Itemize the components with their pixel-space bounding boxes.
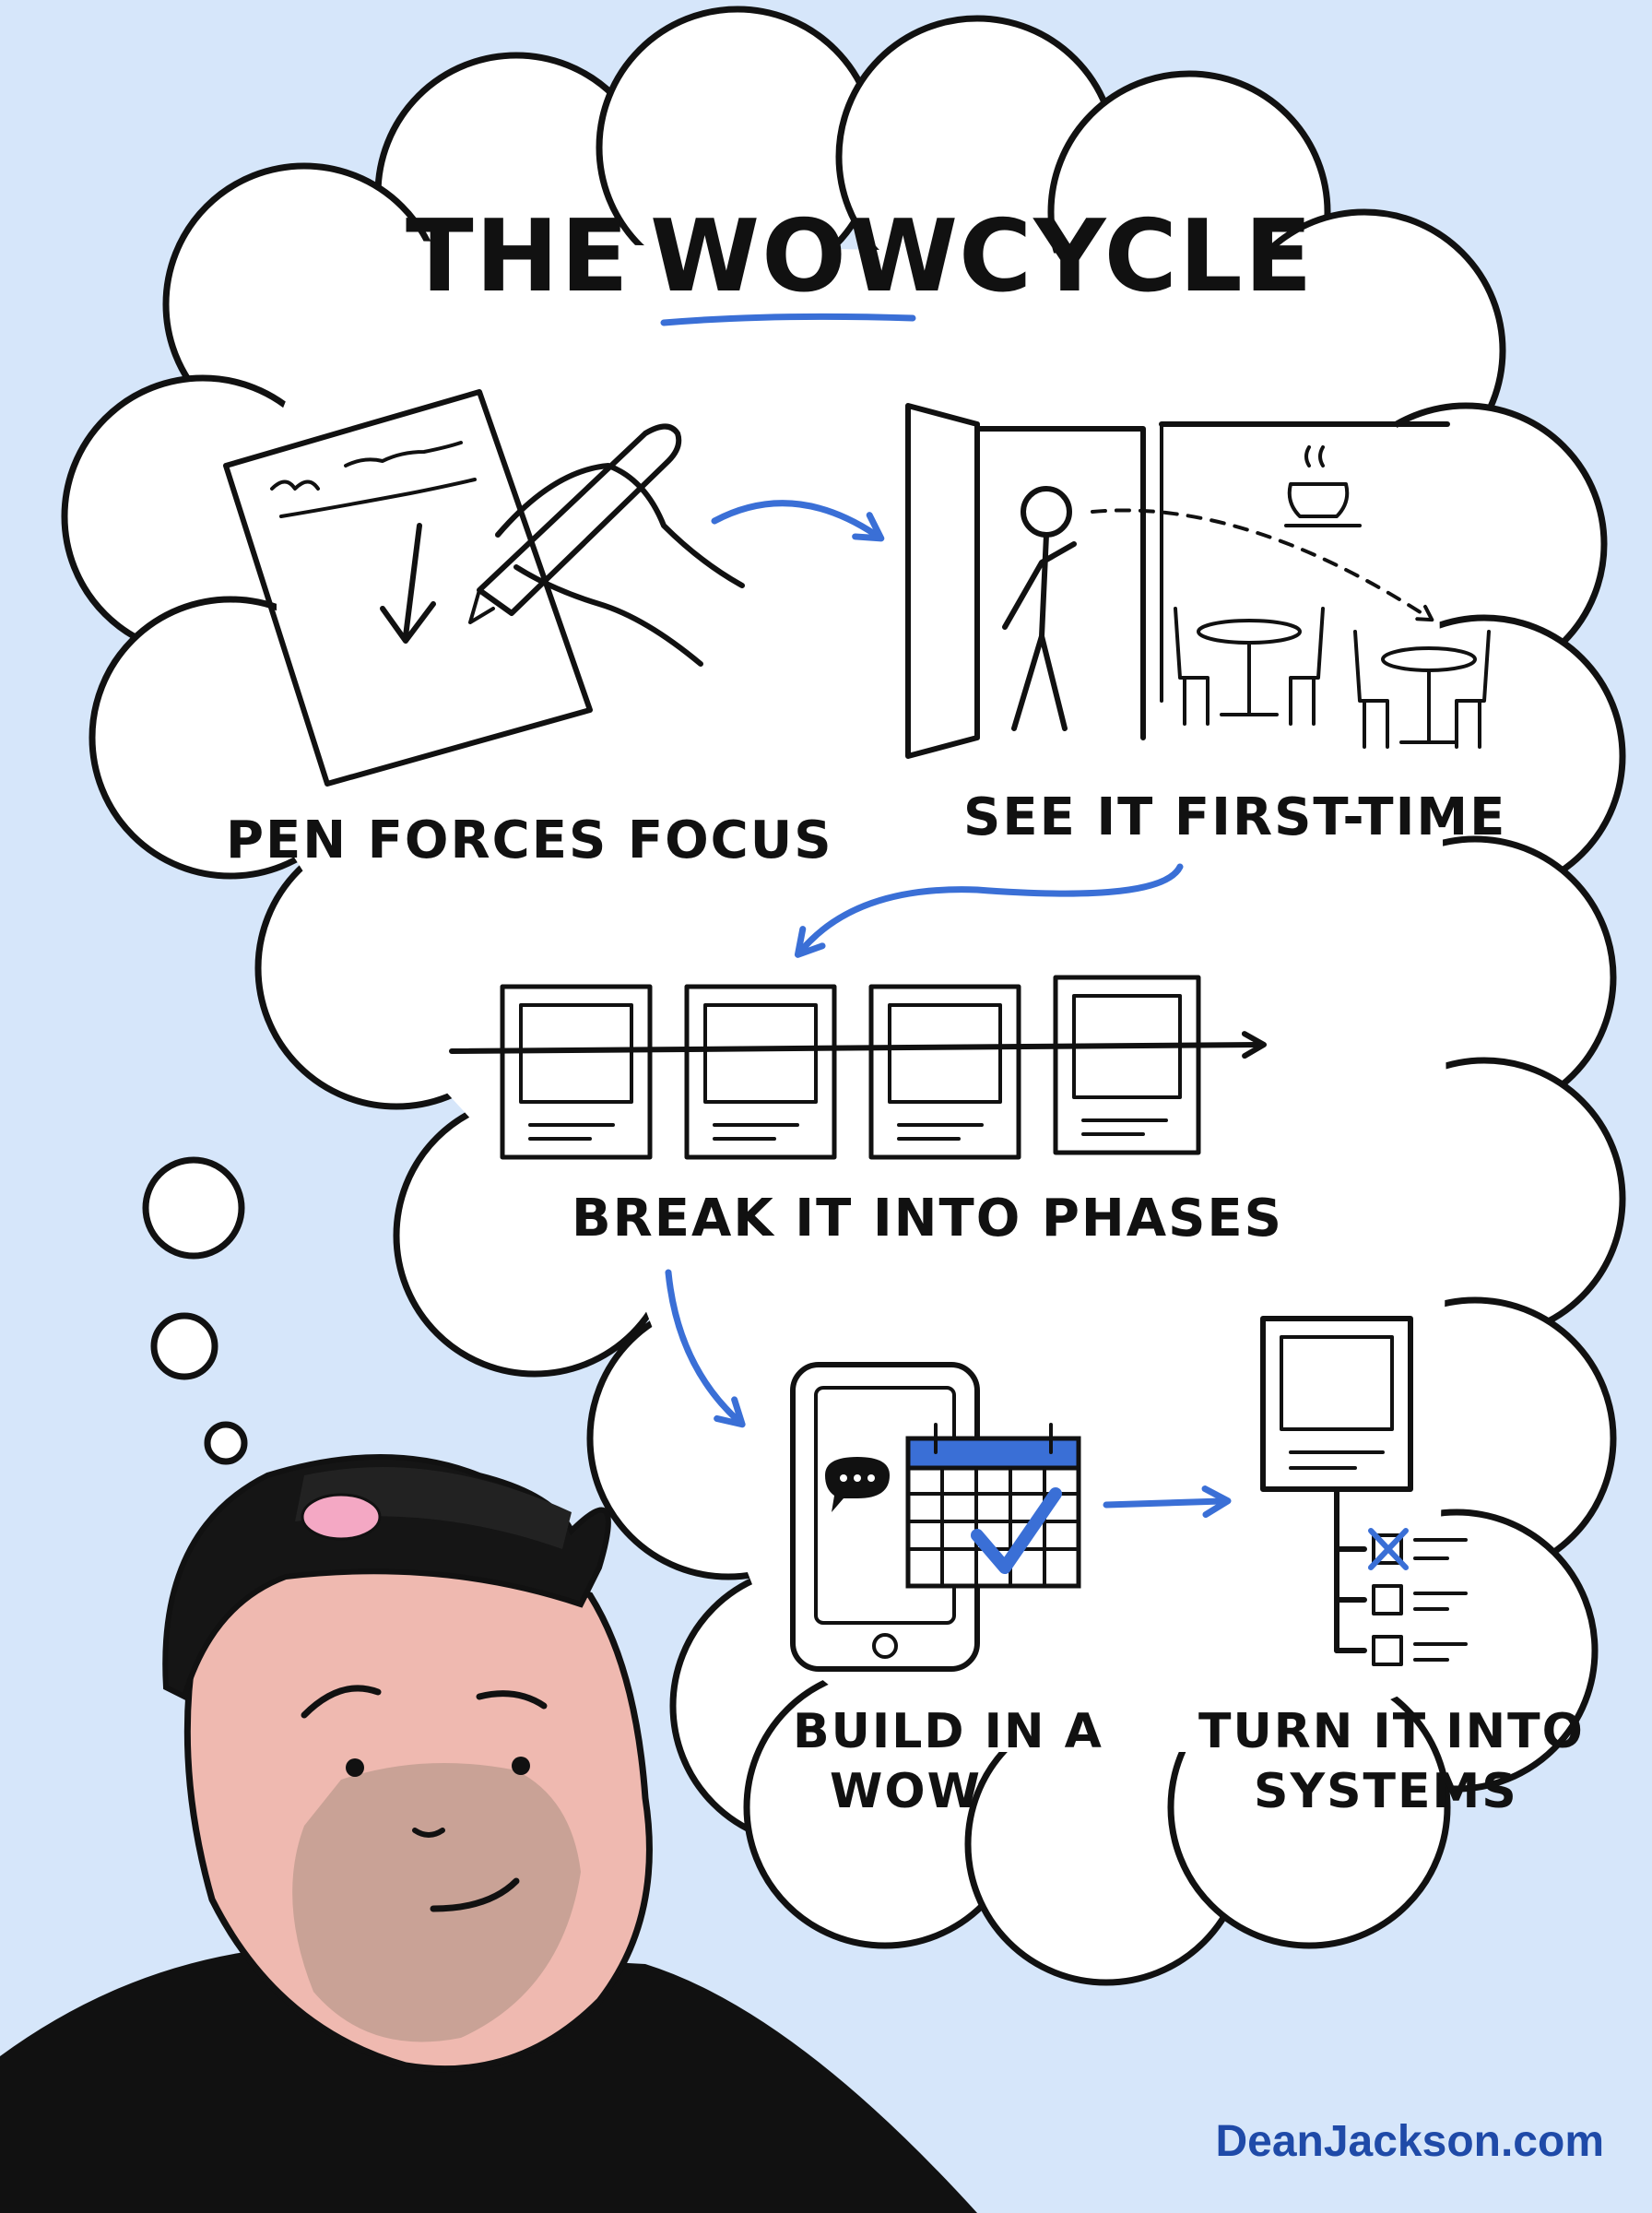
step-4-label-line-1: BUILD IN A	[793, 1704, 1103, 1759]
phone-calendar-icon	[790, 1362, 1081, 1672]
title-highlight: WOW	[650, 199, 960, 314]
title: THE WOW CYCLE	[406, 199, 1314, 326]
title-suffix: CYCLE	[959, 199, 1314, 314]
arrow-1-to-2	[711, 500, 885, 542]
thinking-man-illustration	[0, 1454, 977, 2213]
step-5-label-line-1: TURN IT INTO	[1198, 1704, 1585, 1759]
step-2-label: SEE IT FIRST-TIME	[963, 787, 1506, 847]
thought-cloud	[61, 6, 1626, 1986]
cafe-doorway-icon	[905, 403, 1491, 759]
step-5-label-line-2: SYSTEMS	[1254, 1764, 1518, 1819]
arrow-3-to-4	[665, 1269, 746, 1428]
step-3-label: BREAK IT INTO PHASES	[572, 1189, 1283, 1249]
arrow-4-to-5	[1103, 1485, 1232, 1519]
step-1-label: PEN FORCES FOCUS	[226, 811, 833, 870]
phases-timeline-icon	[449, 975, 1267, 1160]
systems-checklist-icon	[1260, 1316, 1468, 1666]
title-underline	[660, 313, 916, 326]
paper-pen-icon	[223, 389, 745, 787]
title-prefix: THE	[406, 199, 631, 314]
website-credit[interactable]: DeanJackson.com	[1215, 2117, 1604, 2166]
arrow-2-to-3	[794, 863, 1184, 958]
step-4-label-line-2: WOW	[830, 1764, 982, 1819]
